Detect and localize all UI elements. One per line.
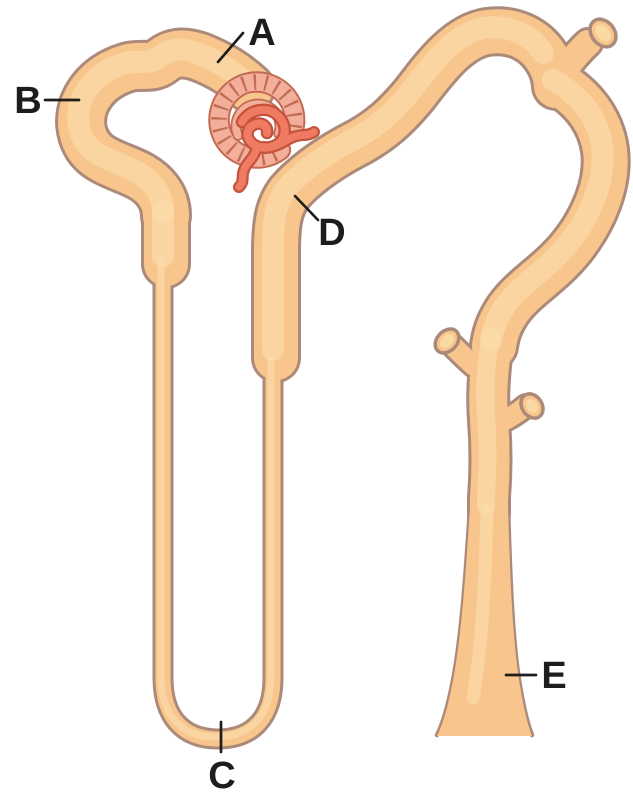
afferent-arteriole <box>235 146 260 191</box>
efferent-arteriole <box>260 128 318 152</box>
renal-corpuscle <box>208 71 320 193</box>
branch-opening-left <box>433 327 461 355</box>
leader-lines <box>43 31 538 754</box>
glomerulus-vessels <box>233 103 320 193</box>
leader-line-d <box>293 194 320 222</box>
tubule-highlights <box>67 16 614 705</box>
label-b: B <box>14 80 41 122</box>
label-a: A <box>248 12 275 54</box>
duct-openings <box>433 17 618 420</box>
label-d: D <box>318 212 345 254</box>
labels: A B C D E <box>14 12 566 797</box>
collecting-duct-opening <box>588 17 618 49</box>
collecting-duct-top-stub <box>547 30 601 89</box>
label-c: C <box>208 755 235 797</box>
leader-line-a <box>216 31 245 64</box>
loop-highlight <box>157 256 275 741</box>
label-e: E <box>541 655 566 697</box>
collecting-duct-flare-outline <box>434 505 535 738</box>
branch-opening-right <box>519 392 545 420</box>
capsule-cell-ticks <box>211 74 303 166</box>
